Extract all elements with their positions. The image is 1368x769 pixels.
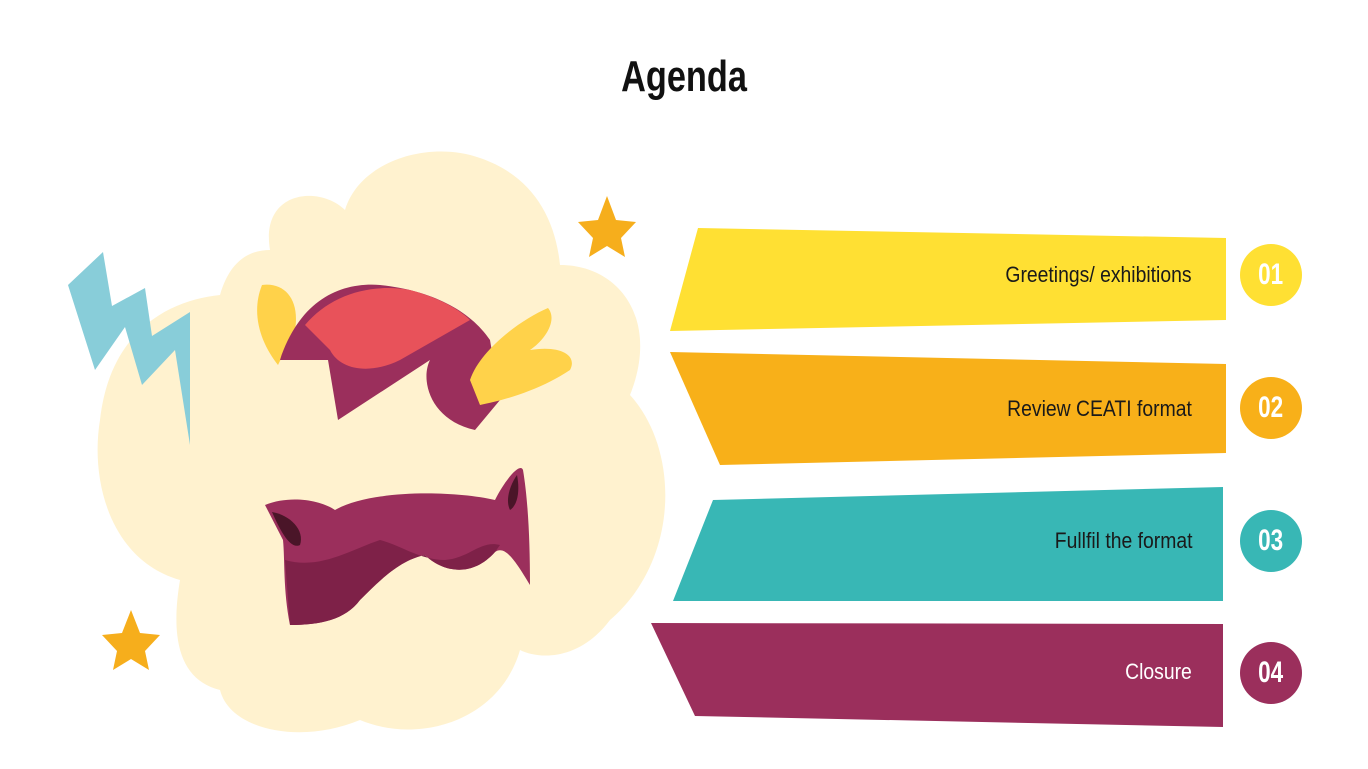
- cloud-shape: [97, 151, 666, 733]
- agenda-banner-1: [670, 228, 1226, 331]
- lightning-icon: [68, 252, 190, 445]
- agenda-item-label: Review CEATI format: [1007, 396, 1192, 421]
- agenda-banner-4: [651, 623, 1223, 727]
- cat-mask-icon: [265, 468, 530, 625]
- agenda-number-badge: 04: [1240, 642, 1302, 704]
- star-icon: [578, 196, 636, 257]
- agenda-number: 04: [1258, 656, 1284, 689]
- agenda-item-label: Closure: [1125, 659, 1192, 684]
- star-icon: [102, 610, 160, 670]
- agenda-number-badge: 02: [1240, 377, 1302, 439]
- agenda-banner-3: [673, 487, 1223, 601]
- agenda-item-label: Greetings/ exhibitions: [1005, 262, 1192, 287]
- agenda-number: 03: [1258, 524, 1284, 557]
- agenda-number: 01: [1258, 258, 1284, 291]
- agenda-number-badge: 01: [1240, 244, 1302, 306]
- page-title: Agenda: [621, 52, 747, 101]
- agenda-item-label: Fullfil the format: [1054, 528, 1192, 553]
- agenda-number-badge: 03: [1240, 510, 1302, 572]
- agenda-banner-2: [670, 352, 1226, 465]
- agenda-number: 02: [1258, 391, 1284, 424]
- winged-mask-icon: [257, 284, 572, 430]
